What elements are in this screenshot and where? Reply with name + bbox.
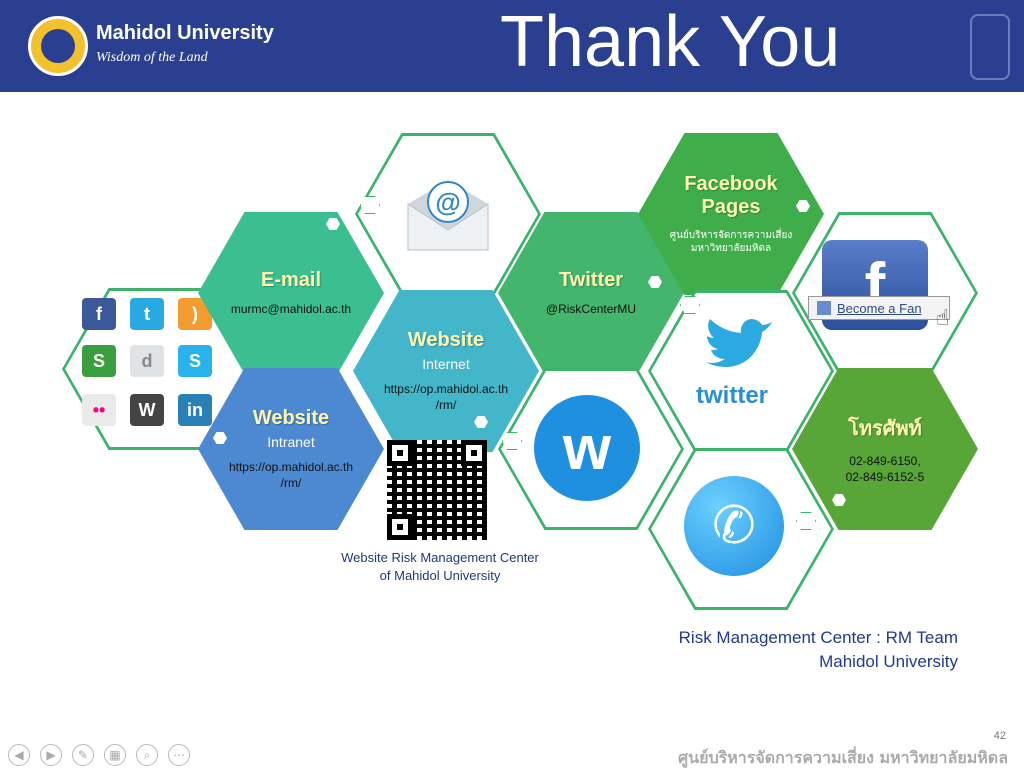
facebook-pages-hex: Facebook Pages ศูนย์บริหารจัดการความเสี่… [638,133,824,295]
fan-plus-icon [817,301,831,315]
previous-slide-button[interactable]: ◀ [8,744,30,766]
become-fan-button[interactable]: Become a Fan [808,296,950,320]
decorative-hex-dot [796,512,816,530]
url-line-2: /rm/ [280,475,302,490]
decorative-hex-dot [474,416,488,428]
facebook-icon: f [82,298,116,330]
envelope-icon: @ [407,180,489,251]
footer-organization: ศูนย์บริหารจัดการความเสี่ยง มหาวิทยาลัยม… [677,748,1008,767]
qr-caption-line1: Website Risk Management Center [341,550,539,565]
decorative-hex-dot [648,276,662,288]
decorative-hex-dot [832,494,846,506]
twitter-logo-hex [648,290,834,452]
twitter-title: Twitter [558,268,624,291]
wordpress-icon: W [130,394,164,426]
email-address[interactable]: murmc@mahidol.ac.th [230,301,352,316]
decorative-hex-dot [680,296,700,314]
website-internet-subtitle: Internet [422,355,470,372]
url-line-1: https://op.mahidol.ac.th [383,381,509,396]
university-slogan: Wisdom of the Land [96,50,208,65]
page-number: 42 [993,730,1006,742]
qr-code[interactable] [387,440,487,540]
become-fan-label: Become a Fan [837,300,922,316]
url-line-2: /rm/ [435,397,457,412]
university-name: Mahidol University [96,22,274,44]
decorative-hex-dot [360,196,380,214]
university-seal-logo [28,16,88,76]
slides-overview-button[interactable]: ▦ [104,744,126,766]
twitter-wordmark: twitter [696,382,768,409]
email-icon-hex: @ [355,133,541,295]
qr-caption: Website Risk Management Center of Mahido… [330,549,550,584]
team-credit-line2: Mahidol University [819,651,958,671]
phone-hex: โทรศัพท์ 02-849-6150, 02-849-6152-5 [792,368,978,530]
facebook-page-name[interactable]: ศูนย์บริหารจัดการความเสี่ยง มหาวิทยาลัยม… [670,229,793,255]
decorative-hex-dot [502,432,522,450]
website-intranet-subtitle: Intranet [267,433,315,450]
decorative-hex-dot [796,200,810,212]
team-credit: Risk Management Center : RM Team Mahidol… [679,626,958,674]
phone-title: โทรศัพท์ [848,418,922,441]
twitter-bird-icon: t [130,298,164,330]
hand-cursor-icon: ☝ [936,306,950,331]
skype-icon: S [178,345,212,377]
slide-header: Mahidol University Wisdom of the Land Th… [0,0,1024,92]
website-intranet-title: Website [252,406,330,429]
corner-emblem-icon [970,14,1010,80]
facebook-title-line1: Facebook [684,173,778,195]
website-intranet-hex: Website Intranet https://op.mahidol.ac.t… [198,368,384,530]
slide-title: Thank You [500,2,841,82]
email-title: E-mail [260,268,322,291]
phone-handset-icon: ✆ [684,476,784,576]
phone-number-2: 02-849-6152-5 [845,470,925,484]
twitter-bird-logo-icon [706,319,772,367]
phone-numbers[interactable]: 02-849-6150, 02-849-6152-5 [846,454,925,485]
stumbleupon-icon: S [82,345,116,377]
decorative-hex-dot [213,432,227,444]
slideshow-controls: ◀ ▶ ✎ ▦ ⌕ ⋯ [8,744,190,766]
phone-number-1: 02-849-6150, [849,454,921,469]
svg-text:@: @ [435,187,460,217]
team-credit-line1: Risk Management Center : RM Team [678,628,958,647]
more-options-button[interactable]: ⋯ [168,744,190,766]
next-slide-button[interactable]: ▶ [40,744,62,766]
weebly-logo-icon: w [534,395,640,501]
pen-tool-button[interactable]: ✎ [72,744,94,766]
website-internet-url[interactable]: https://op.mahidol.ac.th /rm/ [384,382,508,413]
linkedin-icon: in [178,394,212,426]
facebook-text-line1: ศูนย์บริหารจัดการความเสี่ยง [669,230,793,241]
email-hex: E-mail murmc@mahidol.ac.th [198,212,384,374]
url-line-1: https://op.mahidol.ac.th [228,459,354,474]
zoom-button[interactable]: ⌕ [136,744,158,766]
website-internet-title: Website [407,328,485,351]
decorative-hex-dot [326,218,340,230]
website-internet-hex: Website Internet https://op.mahidol.ac.t… [353,290,539,452]
facebook-title: Facebook Pages [684,173,777,219]
twitter-handle[interactable]: @RiskCenterMU [545,301,637,316]
website-intranet-url[interactable]: https://op.mahidol.ac.th /rm/ [229,460,353,491]
weebly-letter: w [562,413,612,483]
facebook-title-line2: Pages [701,196,761,218]
facebook-text-line2: มหาวิทยาลัยมหิดล [690,243,772,254]
flickr-icon: •• [82,394,116,426]
delicious-icon: d [130,345,164,377]
qr-caption-line2: of Mahidol University [379,567,501,583]
